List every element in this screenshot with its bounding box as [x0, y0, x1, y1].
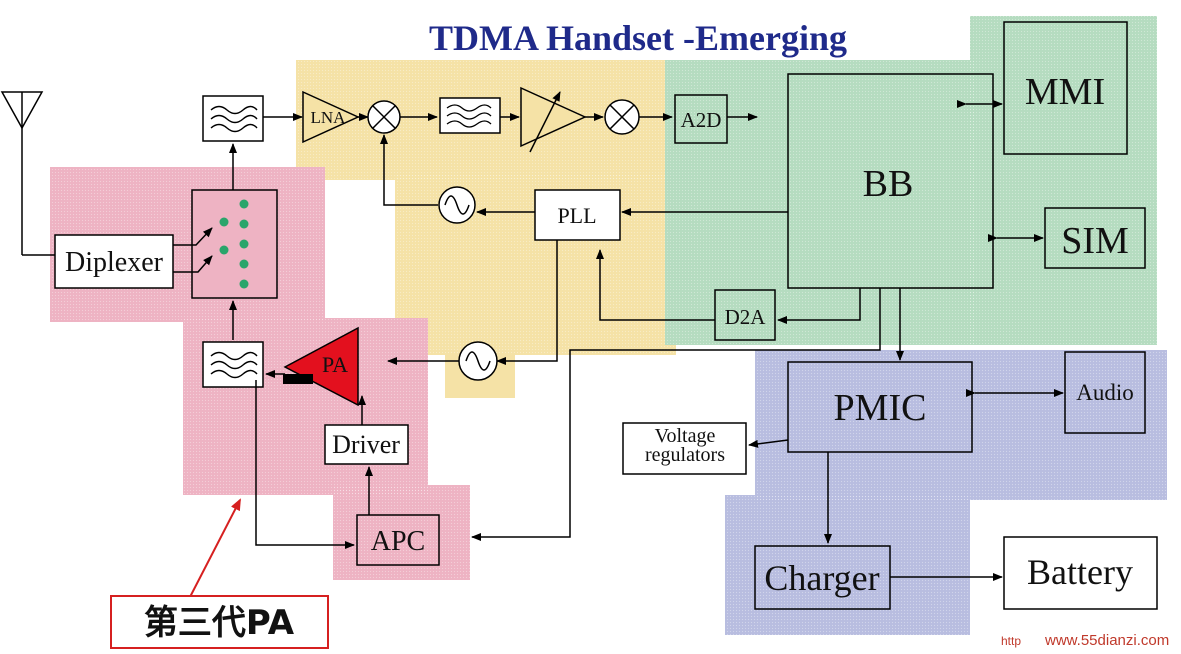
coupler: [283, 374, 313, 384]
bb-label: BB: [863, 163, 914, 205]
pll-block: PLL: [534, 189, 621, 241]
rf-region: [296, 60, 676, 398]
variable-gain-amplifier: [520, 86, 587, 153]
audio-label: Audio: [1076, 380, 1134, 405]
driver-block: Driver: [324, 424, 409, 465]
diplexer-label: Diplexer: [65, 247, 164, 278]
pa-amplifier: PA: [283, 326, 359, 407]
mmi-label: MMI: [1025, 71, 1105, 113]
watermark: http www.55dianzi.com: [1001, 632, 1169, 649]
antenna-icon: [0, 91, 55, 256]
rx-mixer-1: [367, 100, 401, 134]
watermark-prefix: http: [1001, 634, 1021, 648]
voltage-label-line2: regulators: [645, 444, 725, 466]
diagram-title: TDMA Handset -Emerging: [429, 18, 847, 58]
callout-label: 第三代PA: [144, 603, 295, 643]
a2d-label: A2D: [681, 108, 722, 132]
if-filter: [439, 97, 501, 134]
tx-oscillator-icon: [458, 341, 498, 381]
mmi-block: MMI: [1003, 21, 1128, 155]
d2a-block: D2A: [714, 289, 776, 341]
rx-oscillator-icon: [438, 186, 476, 224]
sim-block: SIM: [1044, 207, 1146, 269]
lna-amplifier: LNA: [302, 90, 360, 144]
pmic-block: PMIC: [787, 361, 973, 453]
battery-label: Battery: [1027, 552, 1133, 592]
pmic-label: PMIC: [834, 387, 927, 429]
baseband-region: [665, 16, 1157, 345]
antenna-switch: [191, 189, 278, 299]
tx-filter: [202, 341, 264, 388]
d2a-label: D2A: [725, 305, 767, 329]
apc-label: APC: [371, 526, 425, 557]
callout-arrow: [189, 498, 241, 598]
driver-label: Driver: [332, 430, 400, 459]
voltage-regulators-block: Voltage regulators: [622, 422, 747, 475]
charger-label: Charger: [764, 558, 879, 598]
diplexer-block: Diplexer: [54, 234, 174, 289]
power-region: [725, 350, 1167, 635]
bb-block: BB: [787, 73, 994, 289]
a2d-block: A2D: [674, 94, 728, 144]
voltage-label-line1: Voltage: [655, 425, 716, 447]
watermark-site: www.55dianzi.com: [1044, 632, 1169, 649]
sim-label: SIM: [1061, 220, 1129, 262]
lna-label: LNA: [311, 108, 347, 127]
pll-label: PLL: [557, 203, 596, 228]
pa-label: PA: [322, 352, 348, 377]
battery-block: Battery: [1003, 536, 1158, 610]
rx-filter: [202, 95, 264, 142]
rx-mixer-2: [604, 99, 640, 135]
apc-block: APC: [356, 514, 440, 566]
third-gen-pa-callout: 第三代PA: [110, 595, 329, 649]
audio-block: Audio: [1064, 351, 1146, 434]
